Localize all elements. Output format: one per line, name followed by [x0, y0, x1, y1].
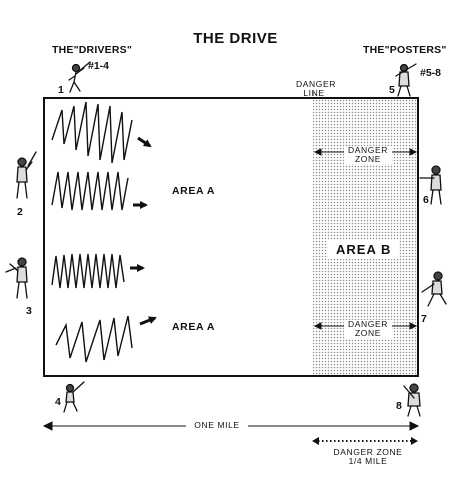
one-mile-label: ONE MILE: [194, 420, 240, 430]
danger-zone-quarter-mile-label: DANGER ZONE 1/4 MILE: [333, 447, 403, 466]
drivers-label: THE"DRIVERS": [52, 44, 133, 56]
soldier-4-figure: [63, 381, 85, 413]
danger-line-label: DANGER LINE: [296, 79, 336, 98]
soldier-figures: [5, 61, 447, 417]
soldier-7-figure: [421, 271, 447, 307]
soldier-3-figure: [5, 257, 28, 299]
zigzag-1: [51, 101, 133, 164]
arrow-4: [139, 316, 157, 326]
drive-zigzags: [51, 101, 133, 363]
arrow-1: [137, 136, 152, 148]
diagram-title: THE DRIVE: [193, 30, 278, 47]
posters-numbers: #5-8: [420, 67, 442, 79]
danger-zone-dimensions: [313, 148, 418, 330]
position-7: 7: [421, 313, 427, 325]
area-a-label-upper: AREA A: [172, 185, 216, 197]
position-4: 4: [55, 396, 61, 408]
soldier-8-figure: [403, 383, 421, 417]
position-1: 1: [58, 84, 64, 96]
soldier-2-figure: [16, 151, 37, 199]
position-8: 8: [396, 400, 402, 412]
one-mile-measure: [42, 421, 420, 431]
posters-label: THE"POSTERS": [363, 44, 447, 56]
position-5: 5: [389, 84, 395, 96]
soldier-5-figure: [395, 63, 417, 97]
danger-zone-label-bottom: DANGER ZONE: [344, 320, 392, 338]
soldier-1-figure: [68, 61, 91, 93]
area-b-label: AREA B: [328, 240, 400, 259]
zigzag-4: [55, 315, 133, 363]
soldier-6-figure: [419, 165, 442, 205]
position-2: 2: [17, 206, 23, 218]
zigzag-2: [51, 171, 129, 211]
drivers-numbers: #1-4: [88, 60, 110, 72]
area-a-label-lower: AREA A: [172, 321, 216, 333]
position-6: 6: [423, 194, 429, 206]
position-3: 3: [26, 305, 32, 317]
field-boundary: [43, 97, 419, 377]
zigzag-3: [51, 253, 125, 289]
quarter-mile-measure: [312, 437, 418, 445]
drive-arrows: [130, 136, 157, 326]
danger-zone-label-top: DANGER ZONE: [344, 146, 392, 164]
